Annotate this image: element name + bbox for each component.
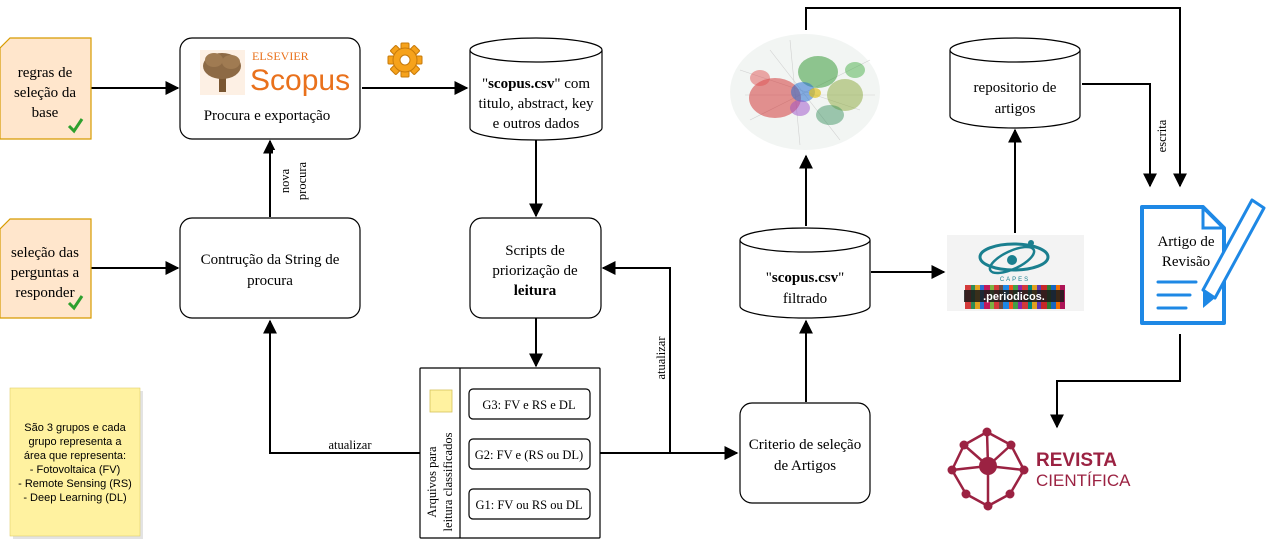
questions-input-card: seleção das perguntas a responder [0,218,92,319]
edge-label-new-search: nova procura [273,150,313,210]
csv-db-line-1: "scopus.csv" com [482,76,590,92]
group-g2-label: G2: FV e (RS ou DL) [475,448,583,462]
string-construction-box: Contrução da String de procura [179,217,361,319]
files-panel-title-2: leitura classificados [441,432,455,531]
repository-database: repositorio de artigos [949,37,1081,129]
note-line-6: - Deep Learning (DL) [23,492,126,504]
repo-line-2: artigos [995,101,1036,117]
elsevier-tree-icon [200,50,245,95]
edge-files-update-string [263,319,420,454]
capes-small-label: CAPES [1000,277,1030,283]
files-panel-title-1: Arquivos para [425,446,439,518]
pencil-icon [1201,198,1266,308]
group-item: G2: FV e (RS ou DL) [468,438,591,470]
scopus-csv-database: "scopus.csv" com titulo, abstract, key e… [469,37,603,141]
note-line-3: área que representa: [24,450,126,462]
rules-line-2: seleção da [14,85,76,101]
group-g3-label: G3: FV e RS e DL [482,398,575,412]
periodicos-label: .periodicos. [983,291,1045,303]
group-item: G1: FV ou RS ou DL [468,488,591,520]
edge-graph-to-review [805,7,1187,188]
capes-periodicos-logo: CAPES .periodicos. [947,235,1084,311]
mini-note-icon [429,389,453,413]
questions-line-2: perguntas a [11,265,80,281]
note-line-1: São 3 grupos e cada [24,422,126,434]
edge-label-update-right: atualizar [654,336,668,380]
check-icon [67,118,84,134]
questions-line-1: seleção das [11,245,79,261]
note-line-5: - Remote Sensing (RS) [18,478,132,490]
groups-note: São 3 grupos e cada grupo representa a á… [9,387,143,539]
csv-db-line-2: titulo, abstract, key [479,96,594,112]
network-graph-image [730,34,880,150]
filtered-db-line-1: "scopus.csv" [766,270,845,286]
filtered-csv-database: "scopus.csv" filtrado [739,227,871,319]
scopus-box-label: Procura e exportação [204,108,331,124]
scripts-line-3: leitura [514,283,557,299]
scopus-wordmark: Scopus [250,64,350,97]
revista-cientifica-logo: REVISTA CIENTÍFICA [947,427,1131,511]
revista-title: REVISTA [1036,450,1117,471]
csv-db-line-1-rest: com [560,76,590,92]
group-g1-label: G1: FV ou RS ou DL [475,498,582,512]
group-item: G3: FV e RS e DL [468,388,591,420]
edge-label-update-left: atualizar [328,438,372,452]
check-icon [67,295,84,311]
csv-db-line-3: e outros dados [493,116,580,132]
document-lines [1156,280,1198,310]
revista-subtitle: CIENTÍFICA [1036,471,1131,490]
csv-db-filename: scopus.csv [488,76,555,92]
rules-line-1: regras de [18,65,73,81]
edge-review-to-revista [1050,334,1181,429]
edge-label-new: nova [278,168,292,193]
criteria-line-2: de Artigos [774,458,836,474]
note-line-4: - Fotovoltaica (FV) [30,464,120,476]
edge-label-search: procura [295,161,309,200]
scopus-search-box: ELSEVIER Scopus Procura e exportação [179,37,361,140]
review-line-1: Artigo de [1157,234,1214,250]
scripts-prioritization-box: Scripts de priorização de leitura [469,217,602,319]
criteria-line-1: Criterio de seleção [749,437,861,453]
filtered-db-line-2: filtrado [783,291,827,307]
rules-line-3: base [32,105,59,121]
elsevier-wordmark: ELSEVIER [252,49,309,63]
scripts-line-2: priorização de [492,263,578,279]
note-line-2: grupo representa a [29,436,123,448]
review-article-document: Artigo de Revisão [1140,198,1266,325]
gear-icon [387,42,423,78]
questions-line-3: responder [15,285,74,301]
criteria-selection-box: Criterio de seleção de Artigos [739,402,871,504]
edge-repo-to-review [1082,83,1157,188]
repo-line-1: repositorio de [974,80,1057,96]
string-box-line-1: Contrução da String de [201,252,340,268]
string-box-line-2: procura [247,273,293,289]
rules-input-card: regras de seleção da base [0,37,92,140]
edges [91,7,1187,460]
edge-label-write: escrita [1155,119,1169,152]
scripts-line-1: Scripts de [505,243,565,259]
review-line-2: Revisão [1162,254,1210,270]
filtered-db-filename: scopus.csv [772,270,839,286]
classified-files-panel: Arquivos para leitura classificados G3: … [419,367,601,539]
